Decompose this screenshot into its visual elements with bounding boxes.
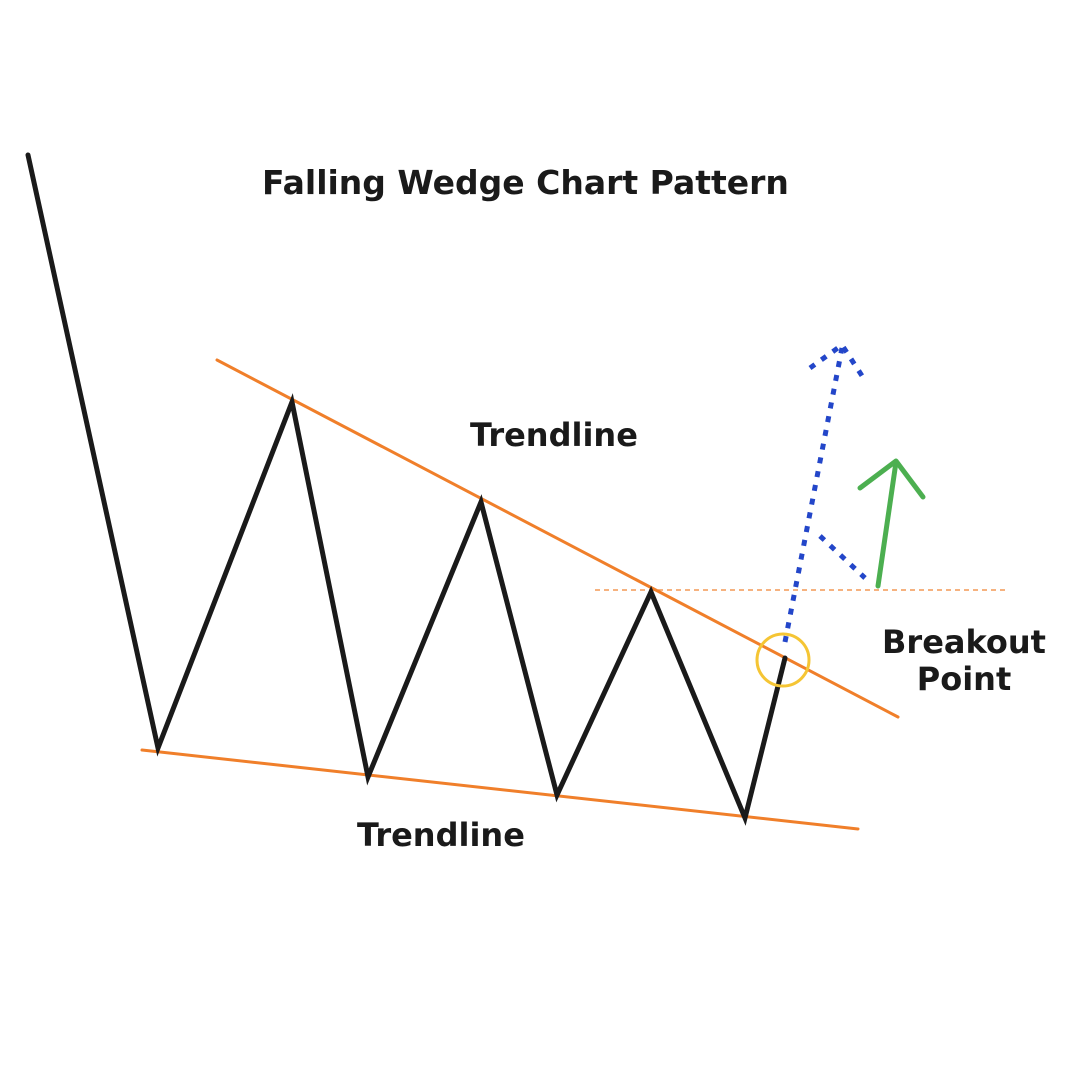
projected-pullback bbox=[818, 534, 867, 580]
breakout-label-line1: Breakout bbox=[882, 623, 1046, 661]
breakout-label-line2: Point bbox=[916, 660, 1012, 698]
lower-trendline-label: Trendline bbox=[357, 816, 525, 854]
up-arrow-icon bbox=[857, 458, 926, 589]
diagram-title: Falling Wedge Chart Pattern bbox=[262, 163, 789, 202]
projected-path bbox=[782, 347, 845, 643]
lower-trendline bbox=[140, 748, 860, 831]
price-path bbox=[25, 152, 788, 826]
breakout-marker-circle-icon bbox=[755, 632, 811, 688]
breakout-point-label: Breakout Point bbox=[880, 624, 1048, 698]
upper-trendline-label: Trendline bbox=[470, 416, 638, 454]
